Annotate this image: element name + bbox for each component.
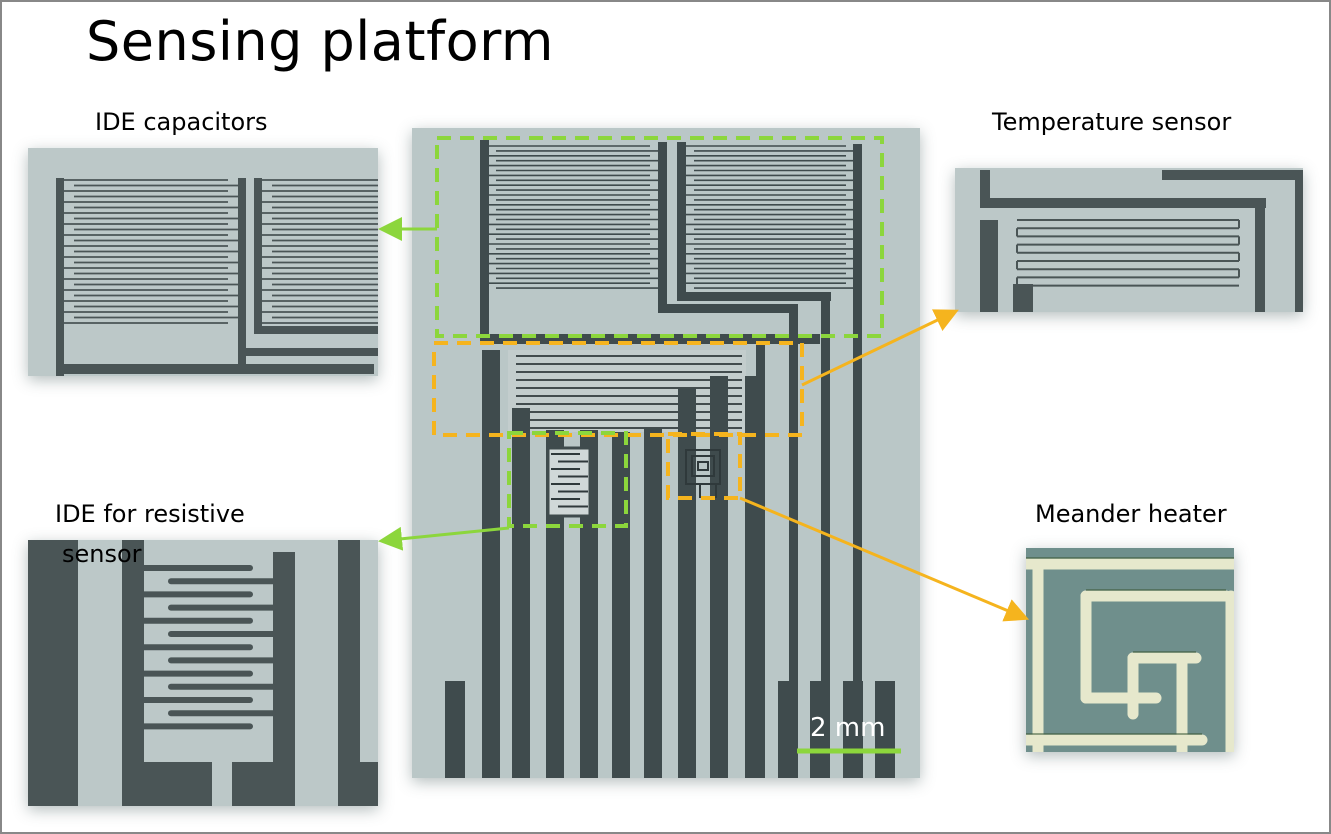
meander-heater-drawing: [1026, 557, 1234, 752]
ide-capacitors-label: IDE capacitors: [95, 108, 268, 136]
ide-resistive-drawing: [28, 540, 378, 806]
ide-resistive-label-line2: sensor: [62, 540, 142, 568]
platform-capacitor-fingers: [489, 145, 853, 289]
sensing-platform-image: 2 mm: [412, 128, 920, 778]
electrode-strip: [512, 408, 530, 778]
ide-capacitors-image: [28, 148, 378, 376]
electrode-strip: [612, 432, 630, 778]
ide-capacitors-drawing: [56, 178, 378, 376]
ide-resistive-label-line1: IDE for resistive: [55, 500, 245, 528]
platform-resistive-fingers: [551, 453, 588, 508]
electrode-strip: [810, 681, 830, 778]
figure-title: Sensing platform: [86, 10, 554, 73]
electrode-strip: [445, 681, 465, 778]
ide-resistive-image: [28, 540, 378, 806]
electrode-strip: [843, 681, 863, 778]
temperature-sensor-image: [955, 168, 1303, 312]
electrode-strip: [745, 681, 765, 778]
heater-highlight-box: [666, 432, 742, 500]
platform-drawing: 2 mm: [432, 136, 901, 778]
electrode-strip: [678, 388, 696, 778]
platform-electrode-strips: [445, 376, 895, 778]
resistive-fingers: [141, 565, 276, 730]
electrode-strip: [875, 681, 895, 778]
electrode-strip: [778, 681, 798, 778]
temperature-sensor-label: Temperature sensor: [992, 108, 1232, 136]
electrode-strip: [644, 428, 662, 778]
capacitor-highlight-box: [435, 136, 884, 338]
scale-bar-label: 2 mm: [810, 713, 885, 743]
temperature-sensor-drawing: [980, 170, 1303, 312]
meander-heater-label: Meander heater: [1035, 500, 1227, 528]
temperature-meander-lines: [1016, 219, 1240, 287]
platform-temperature-lines: [508, 350, 746, 432]
platform-heater-spiral: [685, 449, 721, 498]
meander-heater-image: [1026, 548, 1234, 752]
resistive-highlight-box: [507, 431, 628, 528]
temperature-highlight-box: [432, 341, 804, 437]
capacitor-fingers: [64, 179, 378, 324]
